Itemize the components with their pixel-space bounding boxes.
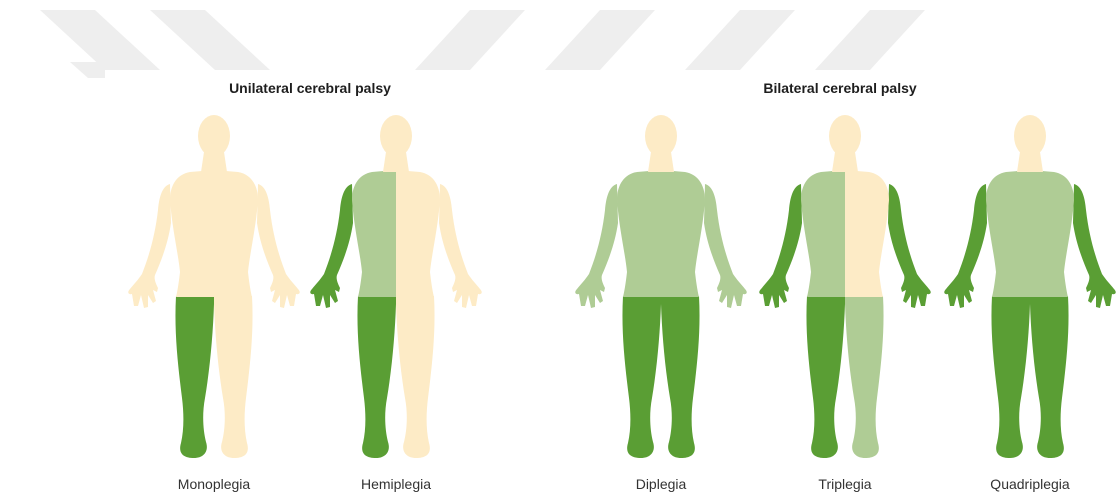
body-arm-left: [944, 184, 987, 308]
bilateral-group-title: Bilateral cerebral palsy: [763, 80, 916, 96]
body-torso-right: [396, 170, 440, 297]
watermark-stripes: [0, 0, 1119, 120]
body-silhouette: [940, 112, 1119, 468]
body-head: [1014, 115, 1046, 157]
figure-triplegia: [755, 112, 935, 468]
figure-quadriplegia: [940, 112, 1119, 468]
body-leg-left: [806, 296, 845, 458]
body-arm-left: [575, 184, 618, 308]
body-arm-right: [439, 184, 482, 308]
caption-diplegia: Diplegia: [636, 476, 687, 492]
body-torso-right: [661, 170, 705, 297]
body-arm-left: [759, 184, 802, 308]
caption-triplegia: Triplegia: [818, 476, 871, 492]
body-torso-left: [986, 170, 1030, 297]
body-leg-right: [1030, 296, 1069, 458]
body-leg-left: [175, 296, 214, 458]
figure-monoplegia: [124, 112, 304, 468]
body-leg-right: [214, 296, 253, 458]
body-silhouette: [571, 112, 751, 468]
body-arm-right: [257, 184, 300, 308]
body-torso-right: [845, 170, 889, 297]
body-arm-right: [704, 184, 747, 308]
body-head: [380, 115, 412, 157]
body-torso-left: [801, 170, 845, 297]
body-arm-left: [128, 184, 171, 308]
body-leg-left: [622, 296, 661, 458]
body-torso-right: [1030, 170, 1074, 297]
body-arm-right: [888, 184, 931, 308]
body-torso-right: [214, 170, 258, 297]
body-head: [198, 115, 230, 157]
body-leg-left: [991, 296, 1030, 458]
figure-hemiplegia: [306, 112, 486, 468]
body-leg-left: [357, 296, 396, 458]
caption-quadriplegia: Quadriplegia: [990, 476, 1069, 492]
body-torso-left: [617, 170, 661, 297]
body-leg-right: [845, 296, 884, 458]
figure-diplegia: [571, 112, 751, 468]
body-silhouette: [306, 112, 486, 468]
body-head: [829, 115, 861, 157]
caption-hemiplegia: Hemiplegia: [361, 476, 431, 492]
body-leg-right: [396, 296, 435, 458]
caption-monoplegia: Monoplegia: [178, 476, 250, 492]
body-leg-right: [661, 296, 700, 458]
body-head: [645, 115, 677, 157]
body-silhouette: [124, 112, 304, 468]
body-torso-left: [170, 170, 214, 297]
body-torso-left: [352, 170, 396, 297]
body-arm-left: [310, 184, 353, 308]
body-arm-right: [1073, 184, 1116, 308]
unilateral-group-title: Unilateral cerebral palsy: [229, 80, 391, 96]
body-silhouette: [755, 112, 935, 468]
